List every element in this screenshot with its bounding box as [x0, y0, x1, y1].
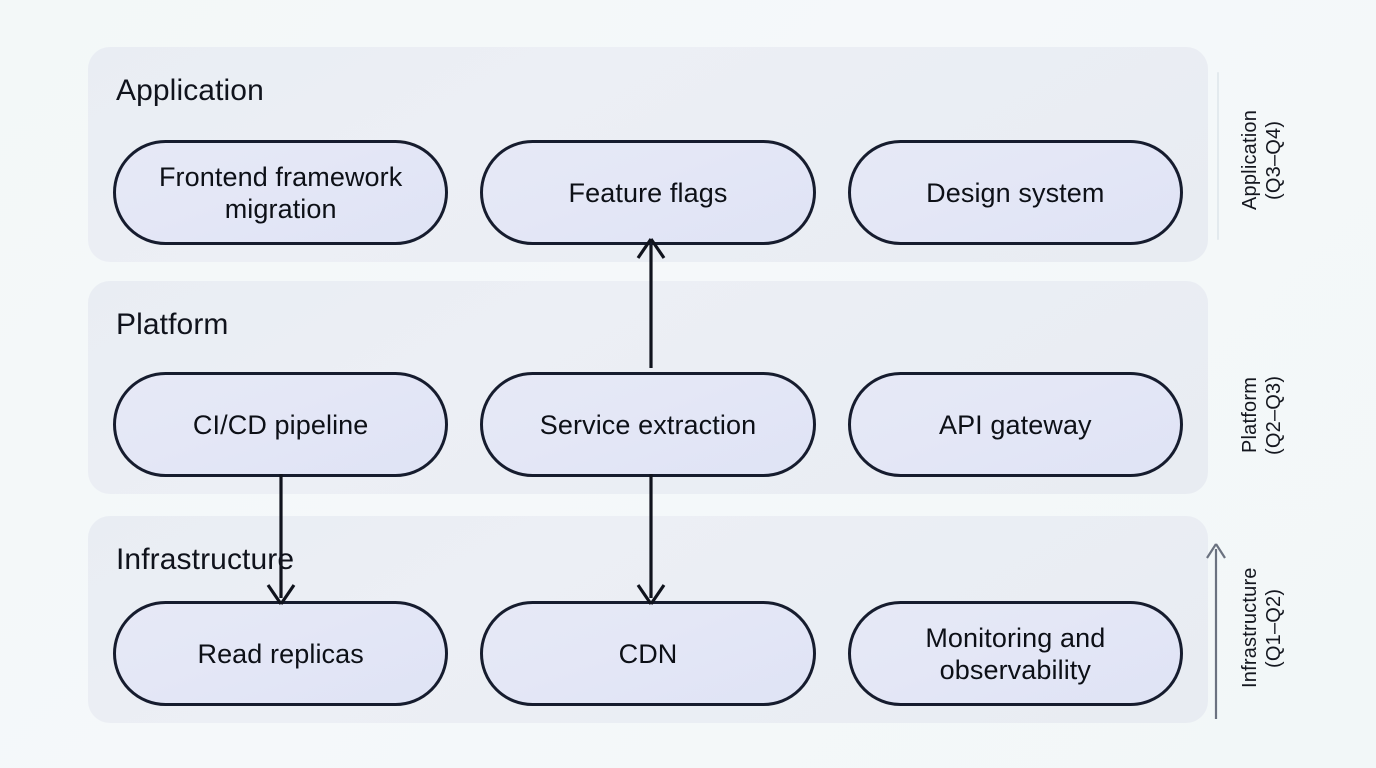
layer-band-application: Application Frontend framework migration…	[88, 47, 1208, 262]
node-read-replicas[interactable]: Read replicas	[113, 601, 449, 706]
node-api-gateway[interactable]: API gateway	[847, 372, 1183, 477]
layer-title-platform: Platform	[116, 308, 229, 341]
node-row-platform: CI/CD pipeline Service extraction API ga…	[88, 372, 1208, 477]
rail-label-infrastructure: Infrastructure (Q1–Q2)	[1239, 567, 1285, 689]
layer-title-infrastructure: Infrastructure	[116, 543, 295, 576]
node-ci-cd-pipeline[interactable]: CI/CD pipeline	[113, 372, 449, 477]
layer-band-platform: Platform CI/CD pipeline Service extracti…	[88, 281, 1208, 494]
node-label: API gateway	[938, 409, 1092, 440]
node-design-system[interactable]: Design system	[847, 140, 1183, 245]
node-label: CI/CD pipeline	[192, 409, 369, 440]
node-feature-flags[interactable]: Feature flags	[480, 140, 816, 245]
node-label: Read replicas	[197, 638, 364, 669]
node-service-extraction[interactable]: Service extraction	[480, 372, 816, 477]
node-label: Feature flags	[568, 177, 728, 208]
node-cdn[interactable]: CDN	[480, 601, 816, 706]
maturity-arrow-icon	[1206, 543, 1226, 719]
node-monitoring-and-observability[interactable]: Monitoring and observability	[847, 601, 1183, 706]
rail-guide-line	[1217, 72, 1219, 240]
node-label: Frontend framework migration	[158, 161, 403, 224]
node-label: Monitoring and observability	[925, 622, 1106, 685]
layer-band-infrastructure: Infrastructure Read replicas CDN Monitor…	[88, 516, 1208, 723]
node-row-application: Frontend framework migration Feature fla…	[88, 140, 1208, 245]
rail-label-application: Application (Q3–Q4)	[1239, 109, 1285, 211]
layer-title-application: Application	[116, 74, 264, 107]
node-frontend-framework-migration[interactable]: Frontend framework migration	[113, 140, 449, 245]
rail-label-platform: Platform (Q2–Q3)	[1239, 375, 1285, 455]
node-label: Service extraction	[539, 409, 757, 440]
node-label: Design system	[926, 177, 1105, 208]
node-row-infrastructure: Read replicas CDN Monitoring and observa…	[88, 601, 1208, 706]
node-label: CDN	[618, 638, 678, 669]
